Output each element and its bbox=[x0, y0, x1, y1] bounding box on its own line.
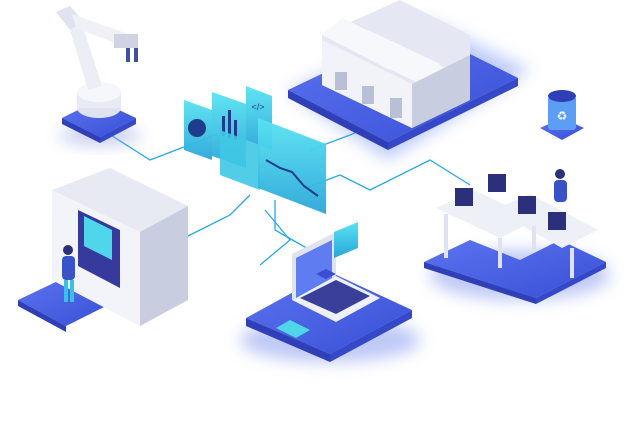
recycle-bin-icon: ♻ bbox=[540, 90, 584, 140]
svg-text:</>: </> bbox=[251, 102, 264, 112]
conveyor-table-icon bbox=[424, 169, 610, 304]
robot-arm-icon bbox=[56, 6, 140, 145]
dashboard-panels-icon: </> bbox=[184, 86, 326, 214]
chat-bubble-icon bbox=[334, 222, 358, 258]
laptop-icon bbox=[240, 222, 420, 362]
phone-icon bbox=[276, 320, 310, 338]
cube-icon bbox=[316, 269, 336, 279]
control-machine-icon bbox=[18, 168, 188, 332]
recycle-icon: ♻ bbox=[557, 109, 568, 123]
worker-icon bbox=[62, 245, 75, 302]
warehouse-icon bbox=[288, 0, 530, 160]
package-box-icon bbox=[455, 174, 566, 230]
line-chart-icon bbox=[258, 118, 326, 214]
